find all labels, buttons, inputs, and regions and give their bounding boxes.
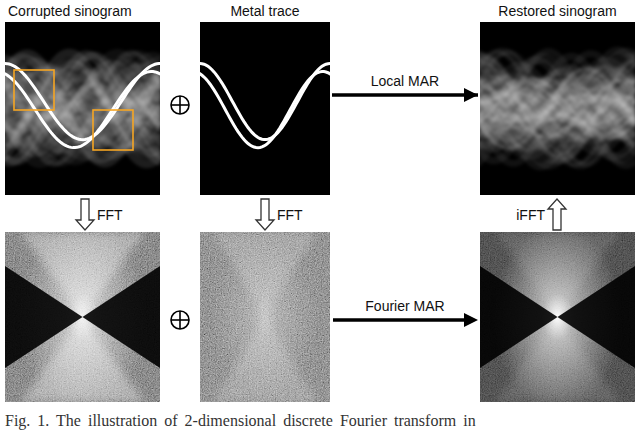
- sinogram-band: [5, 53, 160, 165]
- sinogram-band: [480, 57, 635, 160]
- panel-heading: Metal trace: [200, 2, 330, 20]
- process-arrow: [333, 318, 466, 322]
- image-panel: [200, 22, 330, 195]
- spectrum-wedge: [5, 266, 83, 368]
- sinogram-band: [5, 54, 160, 164]
- sinogram-band: [480, 88, 635, 129]
- transform-label: FFT: [277, 206, 303, 224]
- panel-ground: [200, 22, 330, 195]
- metal-trace-curve: [200, 72, 330, 148]
- sinogram-band: [480, 80, 635, 137]
- image-panel: [5, 232, 160, 402]
- sinogram-band: [480, 52, 635, 165]
- sinogram-band: [5, 56, 160, 162]
- image-panel-node: Corrupted sinogram: [5, 2, 160, 195]
- sinogram-band: [5, 64, 160, 153]
- sinogram-band: [480, 54, 635, 164]
- sinogram-band: [5, 53, 160, 163]
- sinogram-band: [5, 64, 160, 152]
- panel-ground: [200, 232, 330, 402]
- sinogram-band: [5, 52, 160, 164]
- spectrum-noise: [200, 232, 330, 402]
- transform-label: FFT: [97, 206, 123, 224]
- sum-symbol: [171, 96, 189, 114]
- sinogram-band: [5, 55, 160, 161]
- sinogram-band: [480, 81, 635, 137]
- sinogram-band: [5, 62, 160, 155]
- arrow-label: Local MAR: [371, 72, 439, 90]
- sinogram-band: [5, 55, 160, 162]
- sinogram-band: [480, 77, 635, 141]
- spectrum-glow: [210, 239, 319, 395]
- highlight-box: [93, 110, 133, 150]
- sinogram-band: [480, 56, 635, 161]
- sinogram: [480, 50, 635, 166]
- sinogram-band: [480, 52, 635, 166]
- image-panel: [480, 22, 635, 195]
- transform-label: iFFT: [516, 206, 545, 224]
- spectrum-wedge: [558, 266, 636, 368]
- transform-arrow: [548, 199, 566, 230]
- sinogram-band: [5, 63, 160, 154]
- panel-heading: Restored sinogram: [480, 2, 635, 20]
- figure-caption: Fig. 1. The illustration of 2-dimensiona…: [5, 412, 476, 430]
- sinogram-band: [480, 50, 635, 166]
- sinogram-band: [480, 94, 635, 123]
- sinogram-band: [5, 74, 160, 144]
- sinogram-band: [480, 88, 635, 129]
- sinogram-band: [5, 56, 160, 161]
- process-arrowhead: [464, 313, 478, 327]
- spectrum-wedge: [480, 266, 558, 368]
- transform-arrow: [256, 199, 274, 230]
- sinogram-band: [5, 53, 160, 164]
- sinogram: [5, 52, 160, 164]
- panel-heading: Corrupted sinogram: [8, 2, 160, 20]
- sinogram-band: [480, 56, 635, 160]
- sinogram-band: [5, 54, 160, 164]
- image-panel: [5, 22, 160, 195]
- sinogram-band: [480, 51, 635, 166]
- sinogram-band: [5, 54, 160, 162]
- sinogram-band: [480, 88, 635, 129]
- image-panel: [200, 232, 330, 402]
- sinogram-band: [480, 95, 635, 123]
- sinogram-band: [480, 58, 635, 160]
- sum-symbol: [171, 311, 189, 329]
- image-panel-node: Restored sinogram: [480, 2, 635, 195]
- sinogram-band: [5, 57, 160, 160]
- image-panel: [480, 232, 635, 402]
- arrow-label: Fourier MAR: [365, 297, 444, 315]
- sinogram-band: [5, 63, 160, 153]
- highlight-box: [14, 70, 54, 110]
- transform-arrow: [76, 199, 94, 230]
- sinogram-band: [5, 62, 160, 155]
- image-panel-node: Metal trace: [200, 2, 330, 195]
- spectrum-wedge: [83, 266, 161, 368]
- process-arrow: [332, 93, 478, 97]
- sinogram-band: [5, 55, 160, 162]
- sinogram-band: [480, 79, 635, 137]
- sinogram-band: [5, 54, 160, 164]
- sinogram-band: [480, 87, 635, 131]
